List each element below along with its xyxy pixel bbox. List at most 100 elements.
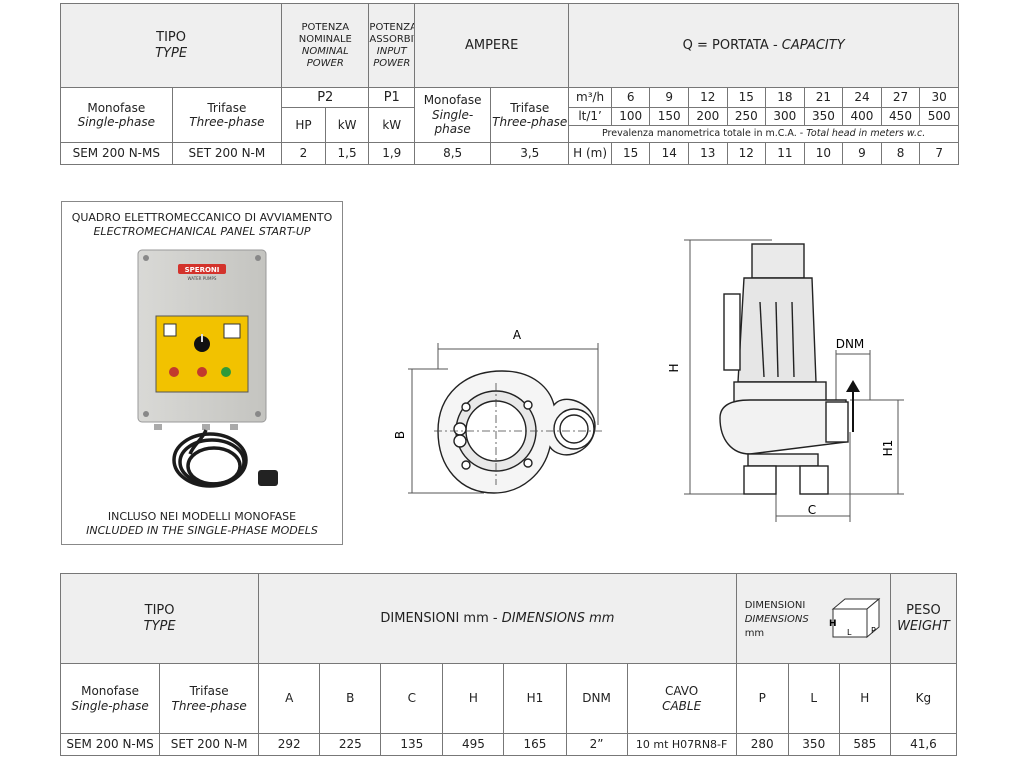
dim-c-value: 135: [380, 733, 444, 756]
col-h1-header: H1: [503, 663, 567, 734]
lt-cell: 200: [688, 107, 728, 126]
dim-a-label: A: [513, 328, 522, 342]
pump-top-view-drawing: A B: [394, 328, 604, 494]
lt-cell: 450: [880, 107, 921, 126]
panel-title-it: QUADRO ELETTROMECCANICO DI AVVIAMENTO: [71, 211, 333, 224]
head-cell: 14: [649, 142, 689, 165]
p1-header: P1: [368, 87, 416, 108]
head-cell: 12: [726, 142, 767, 165]
head-cell: 10: [803, 142, 844, 165]
m3h-cell: 9: [649, 87, 689, 108]
overload-light: [169, 367, 179, 377]
svg-text:L: L: [847, 628, 852, 637]
svg-text:H: H: [829, 619, 837, 629]
control-panel-image: SPERONI WATER PUMPS: [137, 249, 278, 488]
dimensions-header: DIMENSIONI mm - DIMENSIONS mm: [258, 573, 737, 664]
plug-icon: [258, 470, 278, 486]
dim-c-label: C: [808, 503, 816, 517]
hp-value: 2: [281, 142, 326, 165]
model-mono: SEM 200 N-MS: [60, 142, 173, 165]
kw-header: kW: [324, 107, 370, 143]
col-l-header: L: [787, 663, 840, 734]
hp-header: HP: [281, 107, 326, 143]
packaging-dimensions-header: DIMENSIONI DIMENSIONS mm H L P: [735, 573, 891, 664]
start-button-icon: [197, 367, 207, 377]
head-cell: 15: [610, 142, 651, 165]
kg-header: Kg: [889, 663, 958, 734]
svg-text:P: P: [871, 626, 876, 635]
head-cell: 11: [765, 142, 805, 165]
selector-knob: [194, 336, 210, 352]
model-tri-2: SET 200 N-M: [159, 733, 260, 756]
panel-note-it: INCLUSO NEI MODELLI MONOFASE: [107, 510, 297, 523]
dim-dnm-value: 2”: [565, 733, 628, 756]
lt-cell: 100: [610, 107, 651, 126]
m3h-cell: 12: [688, 87, 728, 108]
box-dimensions-icon: H L P: [829, 597, 881, 638]
col-h-header: H: [442, 663, 505, 734]
capacity-header: Q = PORTATA - CAPACITY: [568, 3, 959, 88]
head-cell: 9: [842, 142, 882, 165]
unit-m3h: m³/h: [568, 87, 612, 108]
amp-tri-value: 3,5: [490, 142, 570, 165]
svg-text:SPERONI: SPERONI: [185, 266, 220, 274]
m3h-cell: 27: [880, 87, 921, 108]
col-dnm-header: DNM: [565, 663, 628, 734]
head-cell: 13: [688, 142, 728, 165]
dim-h1-value: 165: [503, 733, 567, 756]
brand-logo: [178, 264, 226, 274]
m3h-cell: 24: [842, 87, 882, 108]
weight-value: 41,6: [889, 733, 958, 756]
col-p-header: P: [735, 663, 789, 734]
kw2-header: kW: [368, 107, 416, 143]
head-cell: 7: [919, 142, 959, 165]
unit-lt: lt/1’: [568, 107, 612, 126]
col-h-pack-header: H: [838, 663, 891, 734]
pack-l-value: 350: [787, 733, 840, 756]
dim-h-value: 495: [442, 733, 505, 756]
ampere-header: AMPERE: [414, 3, 570, 88]
dim-b-label: B: [394, 431, 407, 439]
lt-cell: 500: [919, 107, 959, 126]
model-tri: SET 200 N-M: [171, 142, 283, 165]
m3h-cell: 6: [610, 87, 651, 108]
svg-text:WATER PUMPS: WATER PUMPS: [188, 276, 217, 281]
run-light: [221, 367, 231, 377]
m3h-cell: 18: [765, 87, 805, 108]
dim-h1-label: H1: [881, 440, 895, 457]
amp-mono-value: 8,5: [414, 142, 492, 165]
col-c-header: C: [380, 663, 444, 734]
kw-value: 1,5: [324, 142, 370, 165]
pack-p-value: 280: [735, 733, 789, 756]
pump-side-view-drawing: H H1 DNM C: [667, 239, 904, 522]
head-cell: 8: [880, 142, 921, 165]
pump-outline-top: [437, 370, 596, 494]
lt-cell: 400: [842, 107, 882, 126]
dim-dnm-label: DNM: [836, 337, 865, 351]
input-power-header: POTENZA ASSORBITAINPUT POWER: [368, 3, 416, 88]
control-panel-box: QUADRO ELETTROMECCANICO DI AVVIAMENTO EL…: [61, 201, 343, 545]
pump-outline-side: [719, 243, 849, 495]
m3h-cell: 30: [919, 87, 959, 108]
lt-cell: 300: [765, 107, 805, 126]
p2-header: P2: [281, 87, 370, 108]
dim-b-value: 225: [319, 733, 382, 756]
panel-note-en: INCLUDED IN THE SINGLE-PHASE MODELS: [86, 524, 318, 537]
lt-cell: 350: [803, 107, 844, 126]
col-b-header: B: [319, 663, 382, 734]
model-mono-2: SEM 200 N-MS: [59, 733, 161, 756]
h-label: H (m): [568, 142, 612, 165]
